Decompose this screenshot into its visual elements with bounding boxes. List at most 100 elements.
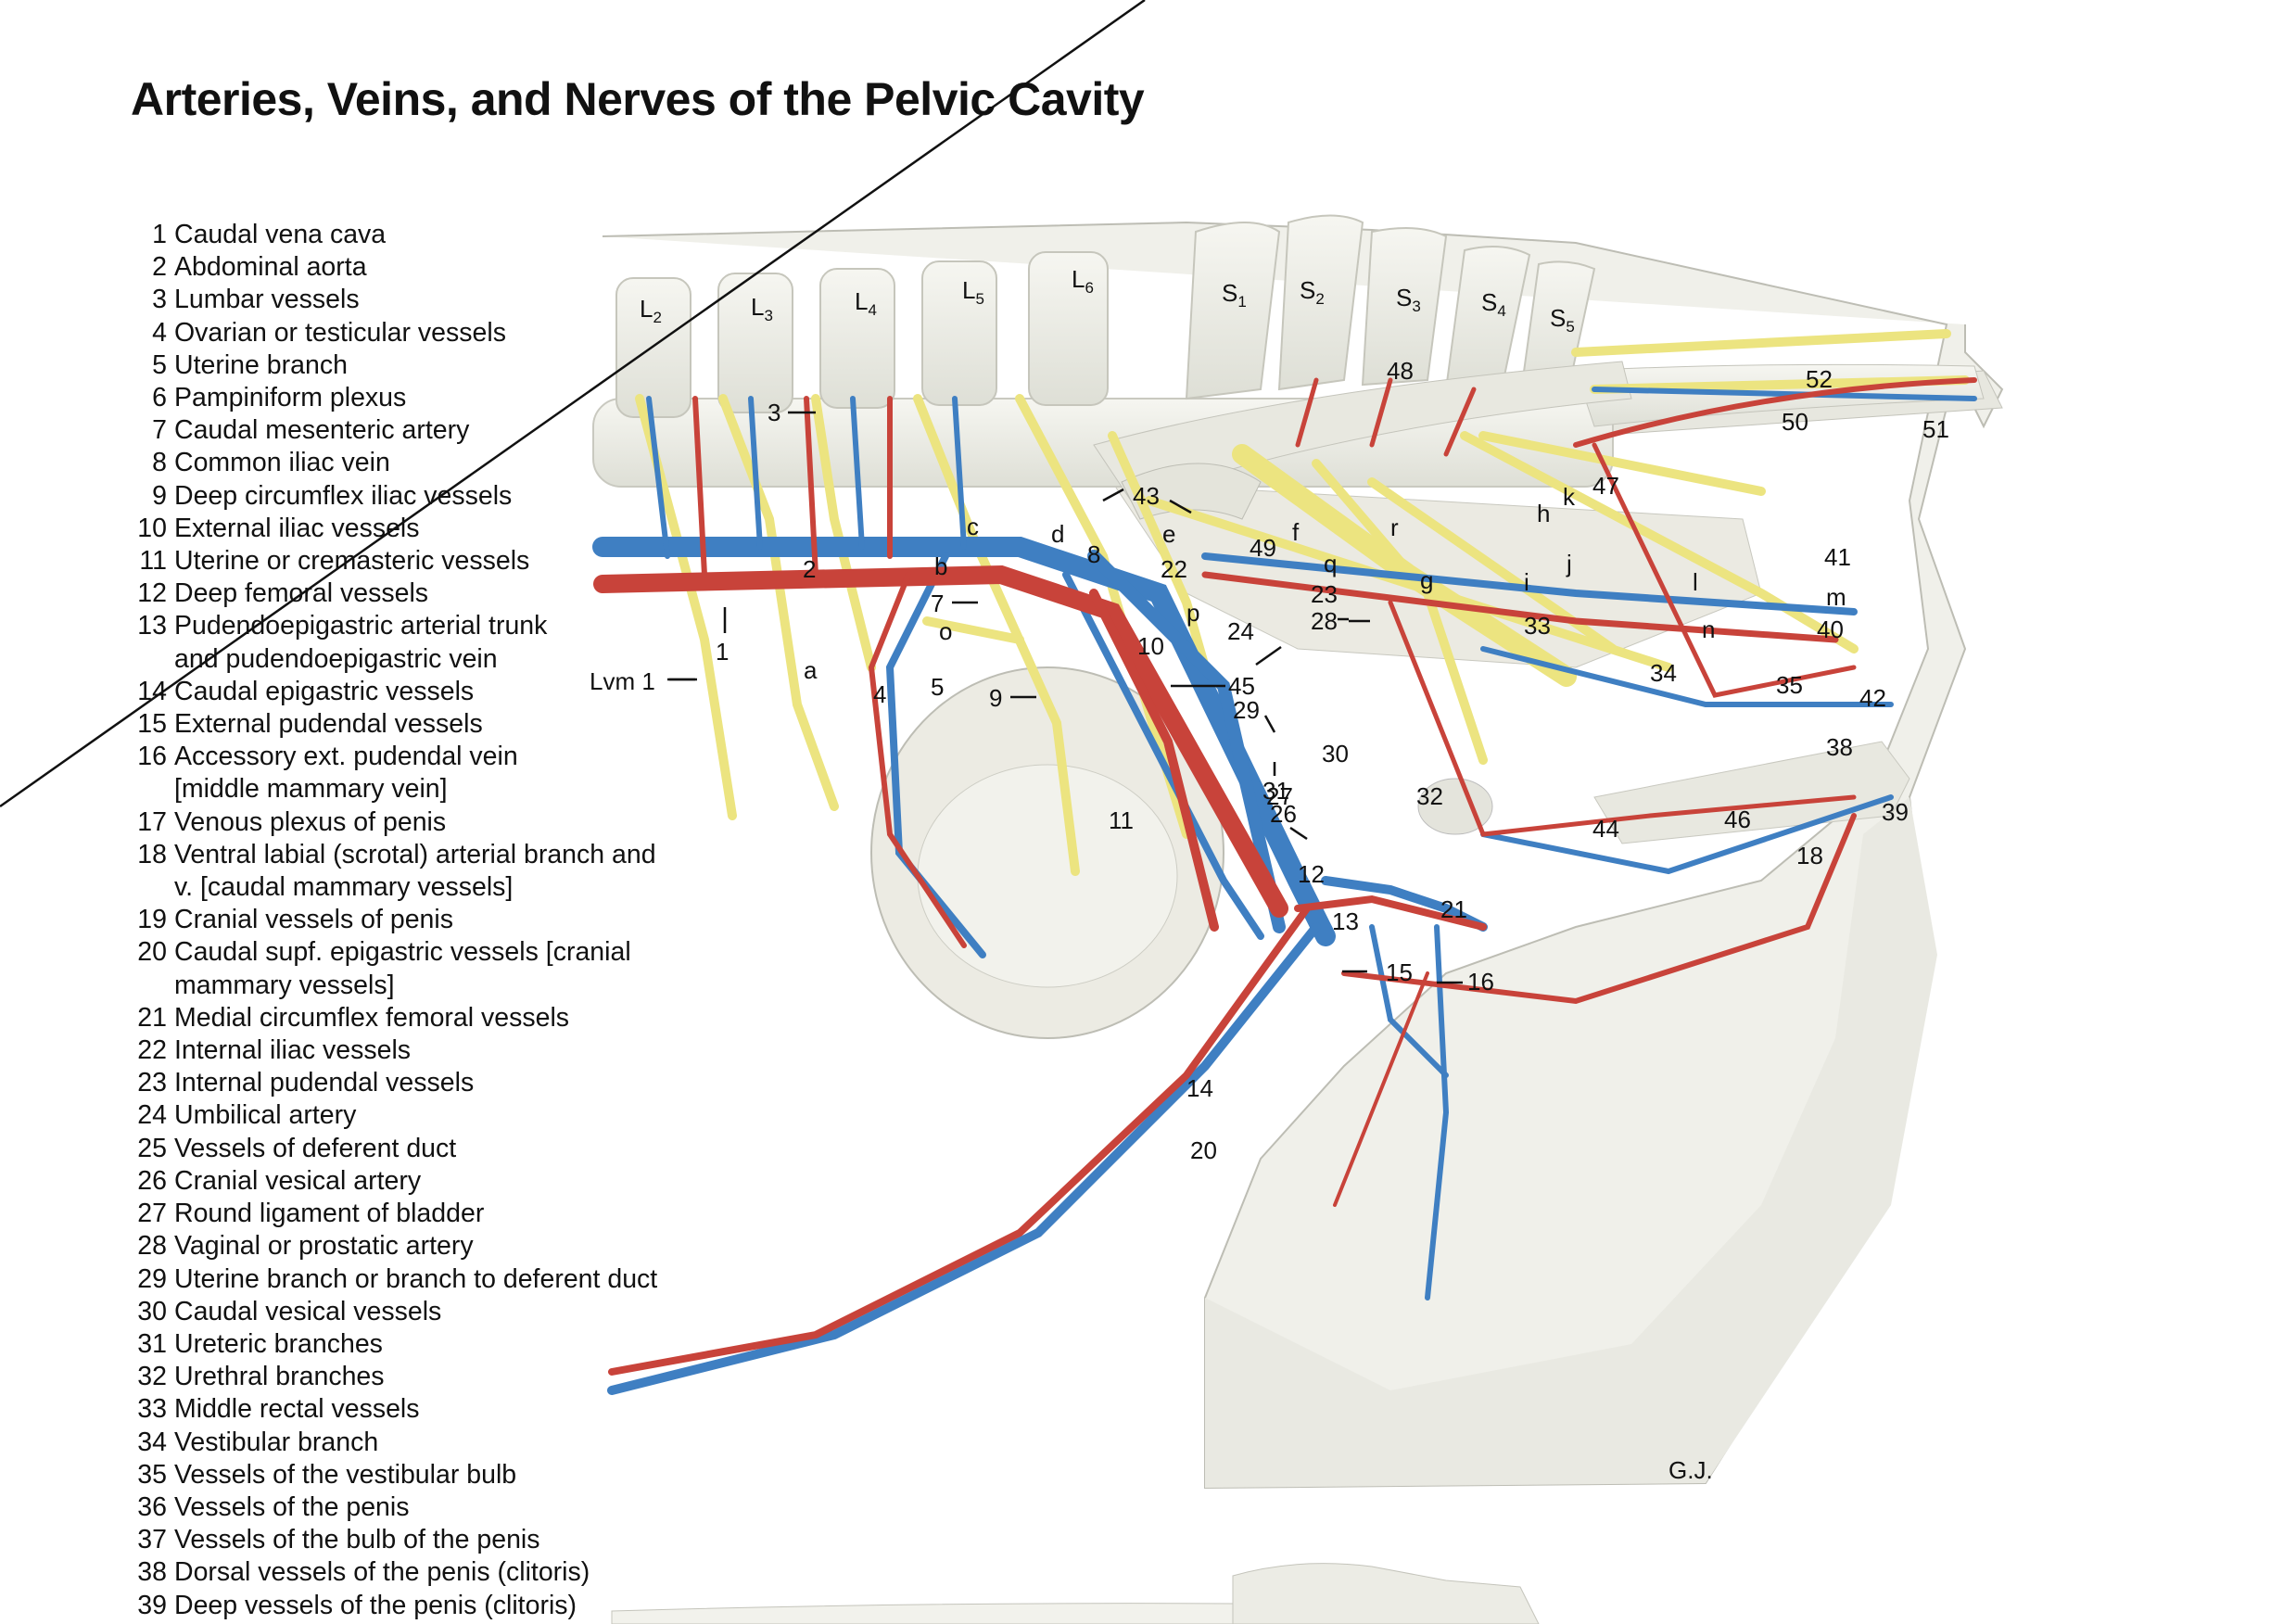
legend-number: 27: [137, 1199, 167, 1229]
legend-text: Ovarian or testicular vessels: [174, 317, 506, 348]
vertebral-column: [592, 214, 1985, 520]
legend-text: Abdominal aorta: [174, 252, 367, 283]
legend-text: Vessels of deferent duct: [174, 1133, 457, 1163]
legend-number: 32: [137, 1362, 167, 1392]
legend-number: 28: [137, 1231, 167, 1262]
arteries: [593, 377, 1977, 1376]
label-3: 3: [768, 399, 780, 426]
page-title: Arteries, Veins, and Nerves of the Pelvi…: [131, 73, 1145, 125]
label-31: 31: [1262, 777, 1289, 805]
legend-text: Internal pudendal vessels: [174, 1068, 475, 1098]
label-L2: L2: [640, 295, 662, 326]
label-24: 24: [1227, 617, 1254, 645]
label-33: 33: [1524, 612, 1551, 640]
label-f: f: [1292, 518, 1300, 546]
artist-signature: G.J.: [1668, 1456, 1713, 1484]
legend-number: 16: [137, 742, 167, 772]
legend-text: Uterine branch: [174, 349, 348, 380]
legend-text: Pudendoepigastric arterial trunk: [174, 611, 548, 641]
legend-text: Uterine or cremasteric vessels: [174, 546, 530, 577]
legend-number: 6: [152, 383, 167, 413]
legend-text: Ventral labial (scrotal) arterial branch…: [174, 839, 656, 869]
legend-text: Internal iliac vessels: [174, 1035, 412, 1066]
legend-item: mammary vessels]: [130, 970, 667, 1002]
label-r: r: [1390, 514, 1399, 541]
label-14: 14: [1186, 1074, 1213, 1102]
label-S3: S3: [1396, 284, 1421, 315]
legend-text: Caudal vena cava: [174, 220, 387, 249]
body-outline: [602, 221, 2004, 1490]
label-28: 28: [1311, 607, 1338, 635]
label-8: 8: [1087, 540, 1100, 568]
legend-text: v. [caudal mammary vessels]: [174, 872, 514, 903]
legend-text: [middle mammary vein]: [174, 774, 448, 805]
legend-number: 13: [137, 611, 167, 641]
legend-number: 11: [139, 546, 167, 577]
legend-text: Lumbar vessels: [174, 285, 360, 315]
label-12: 12: [1298, 860, 1325, 888]
label-41: 41: [1824, 543, 1851, 571]
legend-text: External pudendal vessels: [174, 709, 483, 740]
label-lvm1: Lvm 1: [590, 667, 655, 695]
legend-text: Caudal epigastric vessels: [174, 676, 475, 706]
legend-number: 15: [137, 709, 167, 740]
label-35: 35: [1776, 671, 1803, 699]
legend-text: Caudal supf. epigastric vessels [cranial: [174, 937, 631, 968]
legend-number: 12: [137, 578, 167, 609]
label-4: 4: [873, 680, 886, 708]
legend-text: Vessels of the penis: [174, 1491, 410, 1522]
legend-number: 36: [137, 1491, 167, 1522]
label-L4: L4: [855, 287, 877, 319]
legend-text: and pudendoepigastric vein: [174, 643, 498, 674]
label-23: 23: [1311, 580, 1338, 608]
legend-text: Cranial vesical artery: [174, 1165, 422, 1196]
legend-text: Caudal vesical vessels: [174, 1296, 442, 1326]
legend-text: Common iliac vein: [174, 448, 390, 478]
legend-text: Uterine branch or branch to deferent duc…: [174, 1263, 658, 1294]
label-49: 49: [1250, 534, 1276, 562]
legend-number: 21: [137, 1002, 167, 1033]
label-1: 1: [716, 638, 729, 666]
legend-number: 5: [152, 349, 167, 380]
label-10: 10: [1137, 632, 1164, 660]
label-m: m: [1826, 583, 1846, 611]
label-11: 11: [1109, 806, 1134, 834]
legend-text: External iliac vessels: [174, 513, 420, 543]
legend-text: Pampiniform plexus: [174, 383, 407, 413]
legend-number: 33: [137, 1394, 167, 1425]
label-L5: L5: [962, 276, 984, 308]
legend-text: Vessels of the vestibular bulb: [174, 1459, 517, 1490]
label-40: 40: [1817, 615, 1844, 643]
label-i: i: [1524, 568, 1529, 596]
legend-item: v. [caudal mammary vessels]: [130, 871, 667, 904]
legend-number: 38: [137, 1557, 167, 1588]
legend-text: Vestibular branch: [174, 1427, 379, 1457]
label-h: h: [1537, 500, 1550, 527]
label-S2: S2: [1300, 276, 1325, 308]
legend-number: 1: [152, 220, 167, 249]
label-5: 5: [931, 673, 944, 701]
label-L3: L3: [751, 293, 773, 324]
label-21: 21: [1440, 895, 1467, 923]
label-S4: S4: [1481, 288, 1506, 320]
